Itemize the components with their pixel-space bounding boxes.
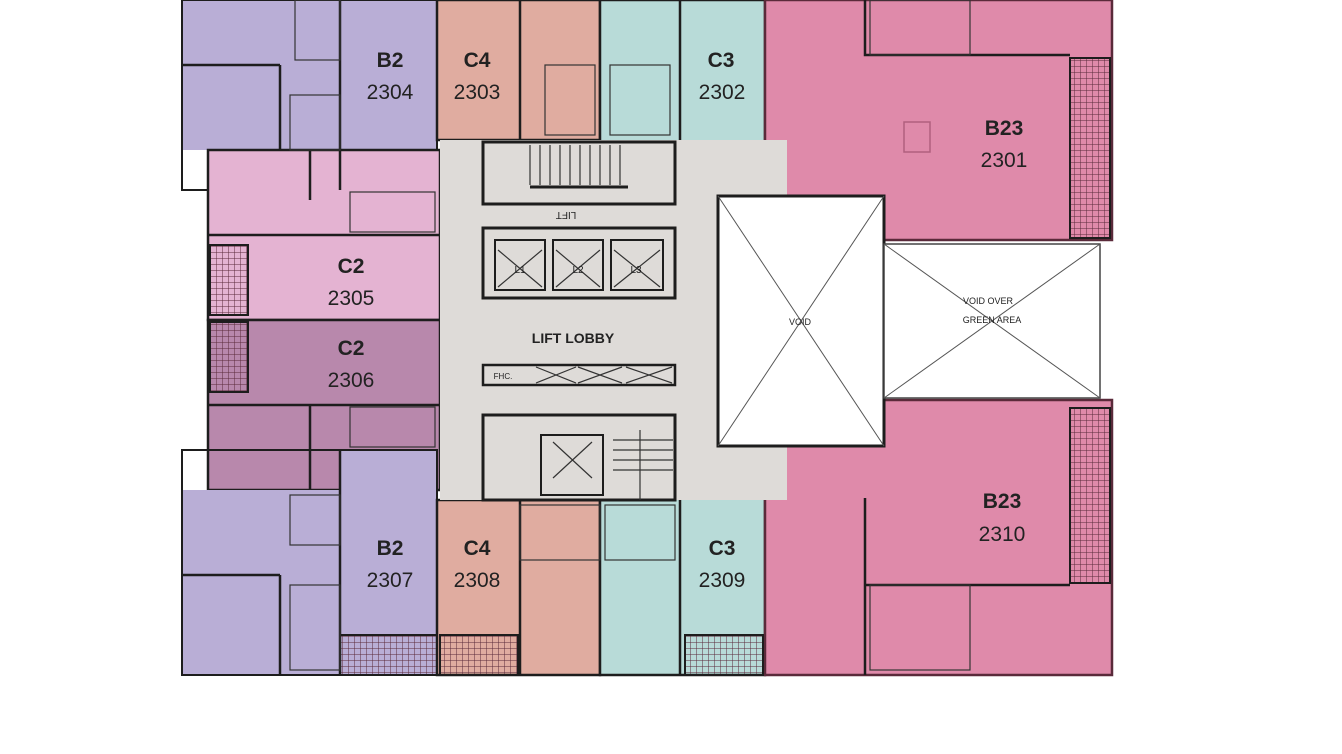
svg-text:L2: L2 [572, 265, 584, 276]
unit-labels: B2 2304 C4 2303 C3 2302 B23 2301 C2 2305 C2 23… [328, 49, 1028, 592]
svg-text:B2: B2 [377, 537, 404, 560]
stair-top [481, 140, 677, 206]
svg-text:C3: C3 [709, 537, 736, 560]
unit-2303[interactable] [435, 0, 602, 142]
lift-lobby-label: LIFT LOBBY [532, 330, 615, 346]
interior-walls [182, 0, 1070, 675]
service-core: FHC. [481, 363, 677, 502]
balcony [339, 634, 438, 676]
svg-text:B2: B2 [377, 49, 404, 72]
svg-text:C4: C4 [464, 537, 491, 560]
svg-text:C2: C2 [338, 337, 365, 360]
svg-text:2304: 2304 [367, 81, 414, 104]
svg-text:L3: L3 [630, 265, 642, 276]
lift-L3[interactable]: L3 [610, 239, 664, 291]
svg-text:2310: 2310 [979, 523, 1026, 546]
svg-text:2301: 2301 [981, 149, 1028, 172]
bathrooms [289, 0, 971, 671]
balcony [439, 634, 519, 676]
balcony [209, 244, 249, 316]
lift-L1[interactable]: L1 [494, 239, 546, 291]
svg-text:2307: 2307 [367, 569, 414, 592]
lift-L2[interactable]: L2 [552, 239, 604, 291]
lift-shaft [481, 226, 677, 300]
svg-text:B23: B23 [983, 490, 1022, 513]
svg-text:C3: C3 [708, 49, 735, 72]
svg-text:2306: 2306 [328, 369, 375, 392]
unit-2302[interactable] [598, 0, 767, 152]
balcony [1069, 407, 1111, 584]
svg-text:2308: 2308 [454, 569, 501, 592]
svg-text:C2: C2 [338, 255, 365, 278]
svg-text:C4: C4 [464, 49, 491, 72]
unit-2304[interactable] [181, 0, 438, 191]
svg-text:B23: B23 [985, 117, 1024, 140]
svg-text:L1: L1 [514, 265, 526, 276]
fhc-label: FHC. [494, 372, 513, 381]
balcony [209, 321, 249, 393]
lift-label: LIFT [556, 209, 577, 220]
void: VOID [716, 194, 886, 448]
svg-text:VOID OVER: VOID OVER [963, 296, 1014, 306]
svg-text:2303: 2303 [454, 81, 501, 104]
column [903, 121, 931, 153]
svg-text:2302: 2302 [699, 81, 746, 104]
svg-text:VOID: VOID [789, 317, 812, 327]
void-over-green-area: VOID OVER GREEN AREA [883, 243, 1101, 399]
balcony [684, 634, 764, 676]
svg-text:GREEN AREA: GREEN AREA [963, 315, 1022, 325]
svg-text:2305: 2305 [328, 287, 375, 310]
unit-2310[interactable] [763, 398, 1114, 677]
balcony [1069, 57, 1111, 239]
svg-text:2309: 2309 [699, 569, 746, 592]
